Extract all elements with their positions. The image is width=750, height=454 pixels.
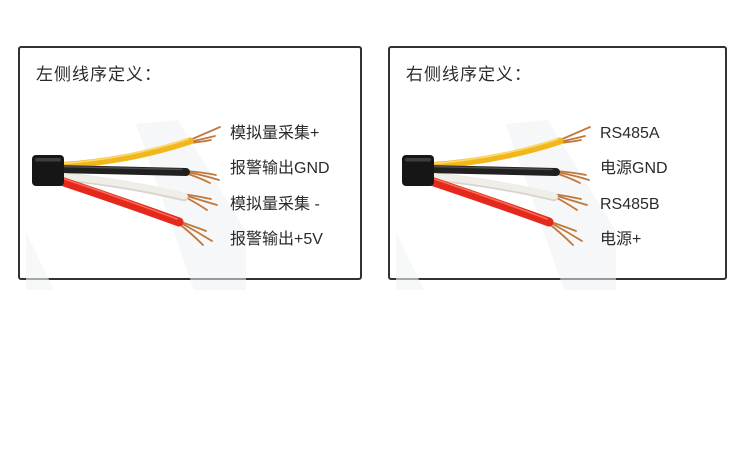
wire-label-yellow: RS485A [600,125,660,142]
cable-photo [26,120,246,290]
right-wire-definition-panel: 右侧线序定义： RS485A 电源GND RS485B 电源+ [388,46,727,280]
wire-label-white: RS485B [600,196,660,213]
wire-label-white: 模拟量采集 - [230,196,320,213]
wire-label-red: 电源+ [600,231,642,248]
left-panel-title: 左侧线序定义： [36,65,162,84]
wire-label-black: 电源GND [600,160,668,177]
right-panel-title: 右侧线序定义： [406,65,532,84]
left-wire-definition-panel: 左侧线序定义： 模拟量采集+ 报警输出GND 模拟量采集 - 报警输出+5V [18,46,362,280]
wire-label-yellow: 模拟量采集+ [230,125,320,142]
wire-label-red: 报警输出+5V [230,231,323,248]
wire-label-black: 报警输出GND [230,160,330,177]
cable-photo [396,120,616,290]
